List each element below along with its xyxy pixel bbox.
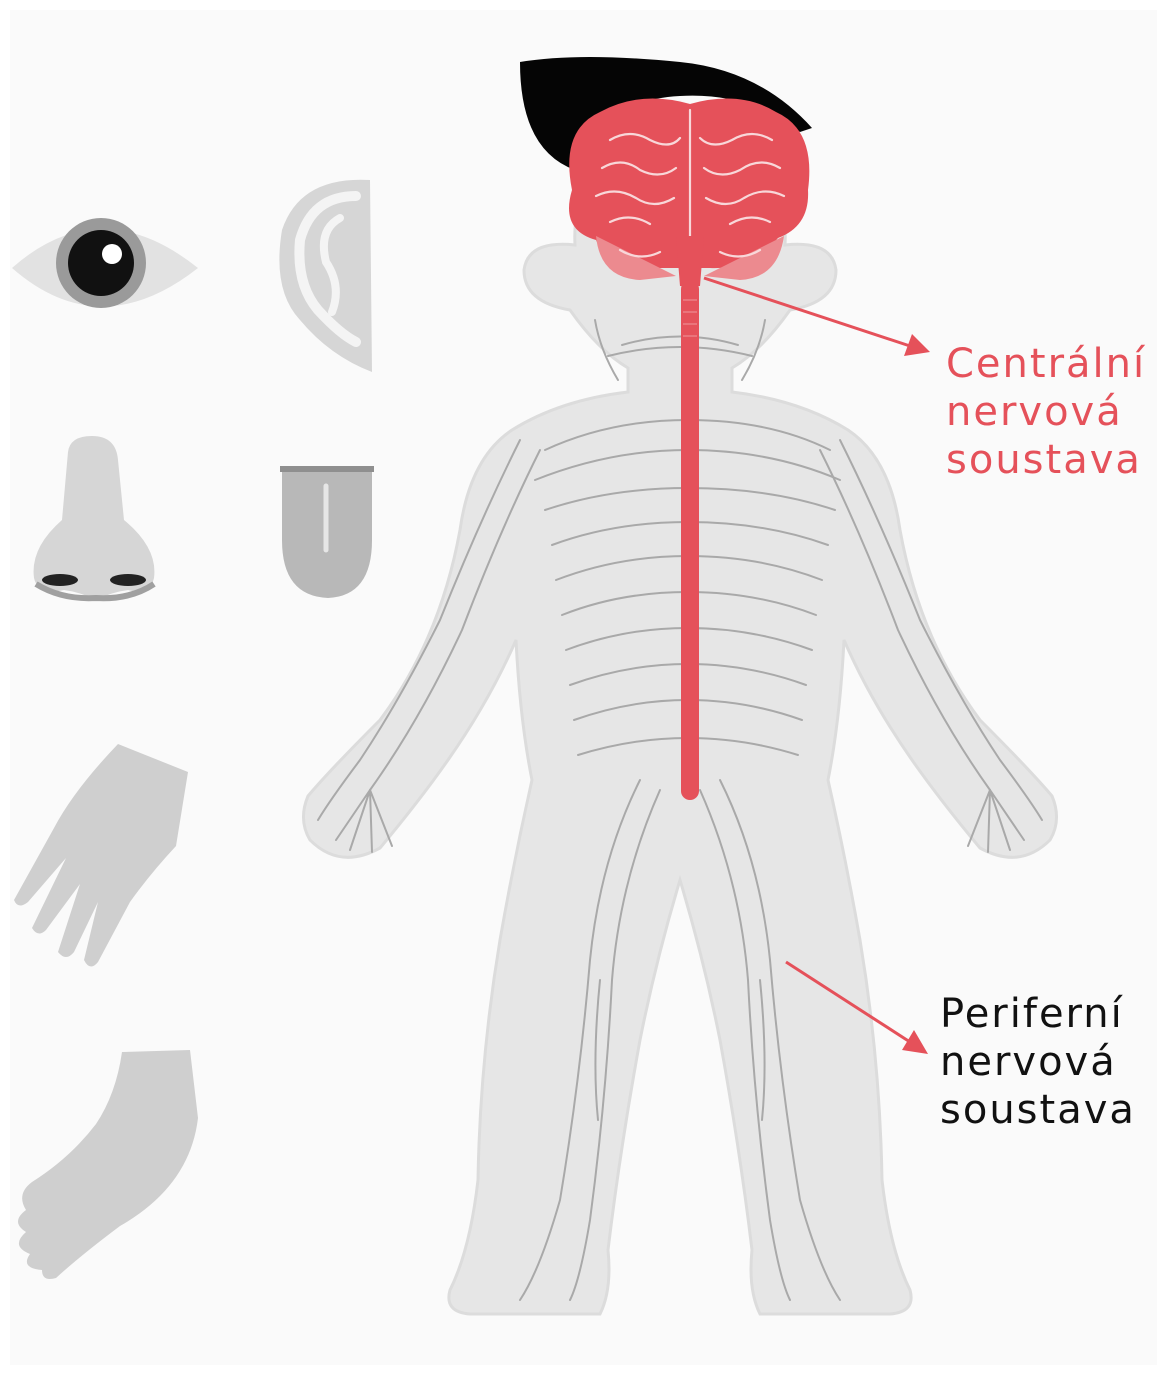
peripheral-label-line-2: nervová xyxy=(940,1038,1136,1086)
peripheral-label-line-3: soustava xyxy=(940,1086,1136,1134)
central-label-line-2: nervová xyxy=(946,388,1146,436)
spinal-cord xyxy=(681,280,699,800)
central-label-line-1: Centrální xyxy=(946,340,1146,388)
central-nervous-system-label: Centrální nervová soustava xyxy=(946,340,1146,484)
peripheral-nervous-system-label: Periferní nervová soustava xyxy=(940,990,1136,1134)
peripheral-label-line-1: Periferní xyxy=(940,990,1136,1038)
tongue-icon xyxy=(280,466,374,598)
brain-stem xyxy=(676,236,704,286)
central-label-line-3: soustava xyxy=(946,436,1146,484)
